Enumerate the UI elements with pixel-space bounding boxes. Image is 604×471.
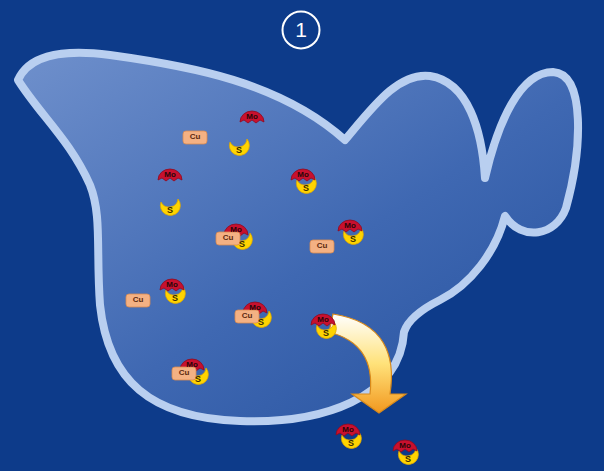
exit-arrow	[329, 314, 406, 413]
sulphur-label: S	[405, 455, 411, 464]
sulphur-label: S	[303, 184, 309, 193]
callout-number: 1	[281, 10, 321, 50]
sulphur-label: S	[236, 146, 242, 155]
sulphur-symbol	[229, 139, 249, 155]
sulphur-label: S	[323, 329, 329, 338]
particles	[126, 111, 418, 464]
molybdenum-label: Mo	[166, 281, 178, 289]
molybdenum-label: Mo	[249, 304, 261, 312]
molybdenum-label: Mo	[297, 171, 309, 179]
copper-symbol	[183, 131, 207, 144]
molybdenum-label: Mo	[399, 442, 411, 450]
molybdenum-label: Mo	[164, 171, 176, 179]
molybdenum-label: Mo	[246, 113, 258, 121]
molybdenum-symbol	[160, 279, 184, 291]
molybdenum-label: Mo	[230, 226, 242, 234]
molybdenum-symbol	[336, 424, 360, 436]
copper-label: Cu	[242, 312, 253, 320]
copper-label: Cu	[133, 296, 144, 304]
copper-symbol	[126, 294, 150, 307]
molybdenum-symbol	[291, 169, 315, 181]
sulphur-label: S	[258, 318, 264, 327]
rumen-outline	[18, 53, 578, 421]
sulphur-label: S	[167, 206, 173, 215]
copper-label: Cu	[223, 234, 234, 242]
molybdenum-symbol	[311, 314, 335, 326]
inner-fold	[345, 140, 404, 332]
molybdenum-label: Mo	[344, 222, 356, 230]
sulphur-label: S	[348, 439, 354, 448]
step-number-circle: 1	[281, 10, 321, 50]
molybdenum-symbol	[338, 220, 362, 232]
sulphur-symbol	[160, 199, 180, 215]
molybdenum-label: Mo	[342, 426, 354, 434]
copper-label: Cu	[317, 242, 328, 250]
molybdenum-symbol	[240, 111, 264, 123]
molybdenum-symbol	[158, 169, 182, 181]
sulphur-label: S	[195, 375, 201, 384]
sulphur-label: S	[172, 294, 178, 303]
sulphur-label: S	[350, 235, 356, 244]
copper-label: Cu	[179, 369, 190, 377]
molybdenum-label: Mo	[186, 361, 198, 369]
molybdenum-symbol	[393, 440, 417, 452]
molybdenum-label: Mo	[317, 316, 329, 324]
sulphur-label: S	[239, 240, 245, 249]
copper-symbol	[310, 240, 334, 253]
copper-label: Cu	[190, 133, 201, 141]
